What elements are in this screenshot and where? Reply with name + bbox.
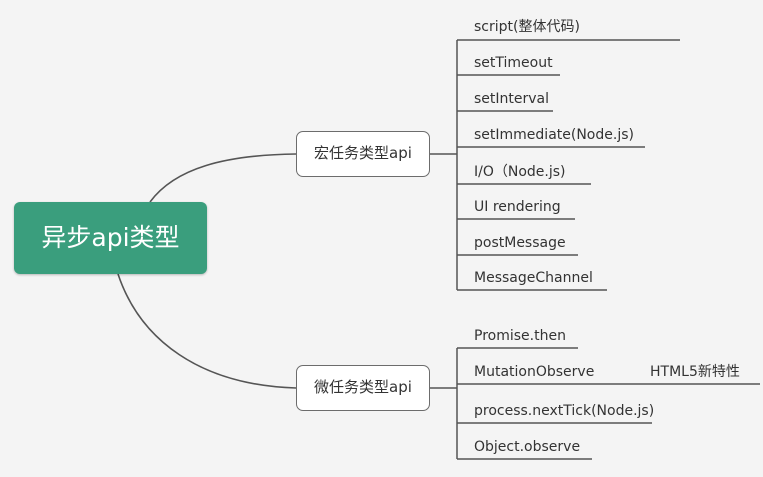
root-node[interactable]: 异步api类型 xyxy=(14,202,207,274)
macro-task-node[interactable]: 宏任务类型api xyxy=(296,131,430,177)
micro-task-node[interactable]: 微任务类型api xyxy=(296,365,430,411)
macro-item-postmessage[interactable]: postMessage xyxy=(474,235,566,251)
micro-item-nexttick[interactable]: process.nextTick(Node.js) xyxy=(474,403,655,419)
macro-item-script[interactable]: script(整体代码) xyxy=(474,19,580,35)
micro-item-promise-then[interactable]: Promise.then xyxy=(474,328,566,344)
macro-item-ui-rendering[interactable]: UI rendering xyxy=(474,199,561,215)
micro-item-mutationobserve[interactable]: MutationObserve xyxy=(474,364,595,380)
macro-item-messagechannel[interactable]: MessageChannel xyxy=(474,270,593,286)
macro-item-setimmediate[interactable]: setImmediate(Node.js) xyxy=(474,127,634,143)
root-to-macro-link xyxy=(149,153,297,203)
macro-item-setinterval[interactable]: setInterval xyxy=(474,91,550,107)
mutationobserve-note[interactable]: HTML5新特性 xyxy=(650,364,740,380)
micro-item-object-observe[interactable]: Object.observe xyxy=(474,439,581,455)
macro-item-io[interactable]: I/O（Node.js) xyxy=(474,164,566,180)
macro-item-settimeout[interactable]: setTimeout xyxy=(474,55,553,71)
root-to-micro-link xyxy=(117,273,297,389)
